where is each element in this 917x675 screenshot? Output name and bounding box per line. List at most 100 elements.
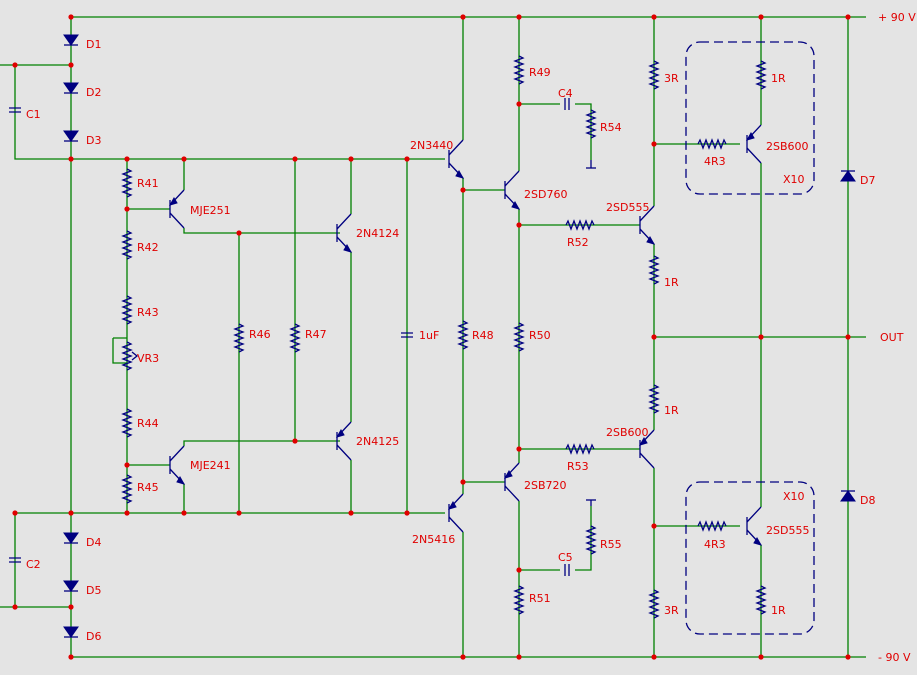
label-r45-13: R45: [137, 481, 159, 494]
potentiometer-vr3-11: [121, 341, 139, 371]
transistor-npn-2n4124-18: [336, 213, 353, 253]
label-2sb720-29: 2SB720: [524, 479, 567, 492]
label-c4-25: C4: [558, 87, 573, 100]
label-negative-rail: - 90 V: [878, 651, 911, 664]
junction-dot: [516, 567, 522, 573]
label-c5-30: C5: [558, 551, 573, 564]
junction-dot: [460, 479, 466, 485]
label-d1-0: D1: [86, 38, 101, 51]
junction-dot: [292, 438, 298, 444]
resistor-v-r46-16: [233, 323, 245, 353]
output-box-top: [685, 41, 815, 195]
transistor-npn-2sd760-27: [504, 170, 521, 210]
junction-dot: [12, 510, 18, 516]
label-c2-7: C2: [26, 558, 41, 571]
label-r52-33: R52: [567, 236, 589, 249]
diode-down-d3-2: [63, 130, 79, 142]
label-2sb600-42: 2SB600: [766, 140, 809, 153]
capacitor-v-c2-7: [9, 557, 21, 563]
junction-dot: [651, 334, 657, 340]
diode-down-d1-0: [63, 34, 79, 46]
label-c1-3: C1: [26, 108, 41, 121]
diode-down-d4-4: [63, 532, 79, 544]
label-4r3-41: 4R3: [704, 155, 726, 168]
label-4r3-44: 4R3: [704, 538, 726, 551]
junction-dot: [124, 462, 130, 468]
junction-dot: [348, 156, 354, 162]
junction-dot: [758, 654, 764, 660]
label-d4-4: D4: [86, 536, 101, 549]
junction-dot: [516, 14, 522, 20]
junction-dot: [845, 654, 851, 660]
label-r49-24: R49: [529, 66, 551, 79]
capacitor-v-1uf-20: [401, 332, 413, 338]
resistor-h-4r3-41: [697, 138, 727, 150]
junction-dot: [68, 62, 74, 68]
output-box-bottom: [685, 481, 815, 635]
junction-dot: [181, 510, 187, 516]
junction-dot: [651, 523, 657, 529]
label-r50-28: R50: [529, 329, 551, 342]
junction-dot: [758, 14, 764, 20]
label-d2-1: D2: [86, 86, 101, 99]
junction-dots: [12, 14, 851, 660]
junction-dot: [68, 156, 74, 162]
junction-dot: [236, 510, 242, 516]
resistor-v-r50-28: [513, 322, 525, 352]
junction-dot: [68, 654, 74, 660]
junction-dot: [516, 222, 522, 228]
label-vr3-11: VR3: [137, 352, 159, 365]
label-positive-rail: + 90 V: [878, 11, 916, 24]
transistor-npn-2n3440-21: [448, 139, 465, 179]
resistor-v-1r-38: [648, 255, 660, 285]
resistor-v-r55-31: [585, 525, 597, 555]
junction-dot: [404, 156, 410, 162]
resistor-v-3r-40: [648, 589, 660, 619]
resistor-v-3r-37: [648, 60, 660, 90]
junction-dot: [68, 14, 74, 20]
junction-dot: [460, 187, 466, 193]
junction-dot: [516, 654, 522, 660]
junction-dot: [181, 156, 187, 162]
resistor-v-r44-12: [121, 408, 133, 438]
junction-dot: [12, 604, 18, 610]
ground-symbols: [586, 160, 596, 506]
diode-down-d5-5: [63, 580, 79, 592]
label-2sd760-27: 2SD760: [524, 188, 567, 201]
label-r42-9: R42: [137, 241, 159, 254]
junction-dot: [651, 141, 657, 147]
transistor-pnp-2sb720-29: [503, 462, 520, 502]
label-1r-43: 1R: [771, 72, 786, 85]
label-output: OUT: [880, 331, 904, 344]
diode-up-d8-48: [840, 490, 856, 502]
label-x10-bottom: X10: [783, 490, 805, 503]
label-mje251-14: MJE251: [190, 204, 231, 217]
diode-down-d2-1: [63, 82, 79, 94]
label-r48-22: R48: [472, 329, 494, 342]
junction-dot: [404, 510, 410, 516]
junction-dot: [845, 14, 851, 20]
label-3r-37: 3R: [664, 72, 679, 85]
junction-dot: [651, 14, 657, 20]
label-3r-40: 3R: [664, 604, 679, 617]
label-d7-47: D7: [860, 174, 875, 187]
resistor-v-r41-8: [121, 168, 133, 198]
resistor-v-1r-39: [648, 384, 660, 414]
label-r44-12: R44: [137, 417, 159, 430]
junction-dot: [651, 654, 657, 660]
label-d3-2: D3: [86, 134, 101, 147]
transistor-pnp-2sb600-42: [745, 124, 762, 164]
label-r54-26: R54: [600, 121, 622, 134]
transistor-npn-2sd555-35: [639, 205, 656, 245]
label-r41-8: R41: [137, 177, 159, 190]
junction-dot: [516, 101, 522, 107]
components: [9, 34, 856, 638]
label-x10-top: X10: [783, 173, 805, 186]
label-2sb600-36: 2SB600: [606, 426, 649, 439]
capacitor-h-c4-25: [564, 98, 570, 110]
resistor-v-r47-17: [289, 323, 301, 353]
junction-dot: [68, 604, 74, 610]
resistor-h-4r3-44: [697, 520, 727, 532]
